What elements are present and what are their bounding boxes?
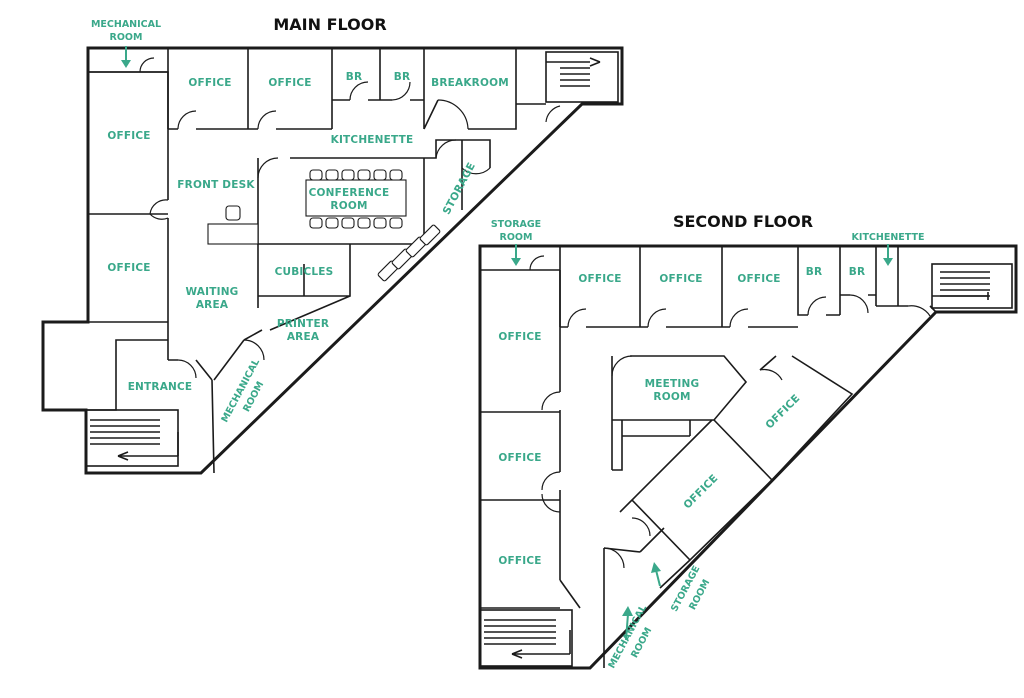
label-office-top-2: OFFICE <box>659 273 702 285</box>
main-floor-outer-wall <box>41 46 624 475</box>
arrowhead-storage-2-diag <box>651 562 661 573</box>
label-office-left-2-1: OFFICE <box>498 331 541 343</box>
conference-chair <box>341 169 355 181</box>
conference-chair <box>325 217 339 229</box>
conference-chair <box>357 169 371 181</box>
label-office-top-1: OFFICE <box>578 273 621 285</box>
label-office-2: OFFICE <box>268 77 311 89</box>
main-left-offices <box>88 71 169 322</box>
label-waiting-2: AREA <box>196 299 229 311</box>
main-entrance-doors <box>177 339 265 379</box>
label-kitchenette: KITCHENETTE <box>331 134 414 146</box>
conference-chair <box>357 217 371 229</box>
lounge-chair <box>419 224 441 246</box>
label-br-2-1: BR <box>806 266 823 278</box>
second-diag-doors <box>603 368 783 569</box>
label-office-diag-2: OFFICE <box>681 472 720 511</box>
label-storage-room-2: ROOM <box>500 232 533 243</box>
conference-chair <box>309 169 323 181</box>
label-br-2: BR <box>394 71 411 83</box>
label-office-left-2-3: OFFICE <box>498 555 541 567</box>
second-bottom-walls <box>603 547 641 668</box>
second-stairs-top <box>931 263 1013 309</box>
main-floor-title: MAIN FLOOR <box>273 15 386 34</box>
arrow-storage-2-diag <box>655 569 661 587</box>
label-kitchenette-2: KITCHENETTE <box>852 232 925 243</box>
main-entrance-walls <box>86 321 263 474</box>
label-meeting-1: MEETING <box>645 378 700 390</box>
label-cubicles: CUBICLES <box>275 266 334 278</box>
main-floor: MAIN FLOOR <box>41 15 624 475</box>
label-waiting-1: WAITING <box>185 286 238 298</box>
second-stairs-bottom <box>479 609 573 667</box>
label-breakroom: BREAKROOM <box>431 77 509 89</box>
label-office-diag-1: OFFICE <box>763 392 802 431</box>
label-conference-2: ROOM <box>330 200 367 212</box>
conference-chairs <box>309 169 403 229</box>
label-office-left-2: OFFICE <box>107 262 150 274</box>
label-br-1: BR <box>346 71 363 83</box>
label-mechanical-room-top-2: ROOM <box>110 32 143 43</box>
label-storage-room-1: STORAGE <box>491 219 541 230</box>
label-conference-1: CONFERENCE <box>309 187 390 199</box>
conference-chair <box>389 217 403 229</box>
arrowhead-mechanical-top <box>121 60 131 68</box>
second-top-doors <box>529 255 931 328</box>
label-meeting-2: ROOM <box>653 391 690 403</box>
label-office-top-3: OFFICE <box>737 273 780 285</box>
label-office-left-1: OFFICE <box>107 130 150 142</box>
second-top-row-walls <box>480 246 937 328</box>
arrow-mechanical-2 <box>625 613 629 641</box>
second-diag-offices <box>619 355 854 589</box>
lounge-chairs <box>377 224 441 282</box>
conference-chair <box>325 169 339 181</box>
label-office-1: OFFICE <box>188 77 231 89</box>
conference-chair <box>373 169 387 181</box>
label-mechanical-room-top-1: MECHANICAL <box>91 19 161 30</box>
main-stairs-top <box>545 51 619 103</box>
second-left-doors <box>541 391 561 513</box>
second-floor: SECOND FLOOR STORAGE ROO <box>478 212 1018 670</box>
label-front-desk: FRONT DESK <box>177 179 255 191</box>
label-printer-1: PRINTER <box>277 318 329 330</box>
conference-chair <box>373 217 387 229</box>
second-floor-title: SECOND FLOOR <box>673 212 813 231</box>
main-cubicles-walls <box>257 244 351 331</box>
main-stairs-bottom <box>85 409 179 467</box>
second-meeting-door <box>611 355 633 377</box>
label-br-2-2: BR <box>849 266 866 278</box>
main-left-office-doors <box>149 199 169 220</box>
arrowhead-kitchenette-2 <box>883 258 893 266</box>
conference-chair <box>341 217 355 229</box>
second-meeting-walls <box>611 355 748 471</box>
conference-chair <box>389 169 403 181</box>
label-office-left-2-2: OFFICE <box>498 452 541 464</box>
conference-table <box>305 179 407 217</box>
main-top-doors <box>139 57 469 130</box>
label-entrance: ENTRANCE <box>128 381 193 393</box>
arrowhead-mechanical-2 <box>622 606 633 616</box>
main-conference-door <box>257 139 491 179</box>
arrowhead-storage-room <box>511 258 521 266</box>
label-printer-2: AREA <box>287 331 320 343</box>
second-left-offices <box>480 270 581 609</box>
front-desk-counter <box>207 223 259 245</box>
main-stairs-door <box>545 105 561 123</box>
conference-chair <box>309 217 323 229</box>
desk-chair <box>225 205 241 221</box>
